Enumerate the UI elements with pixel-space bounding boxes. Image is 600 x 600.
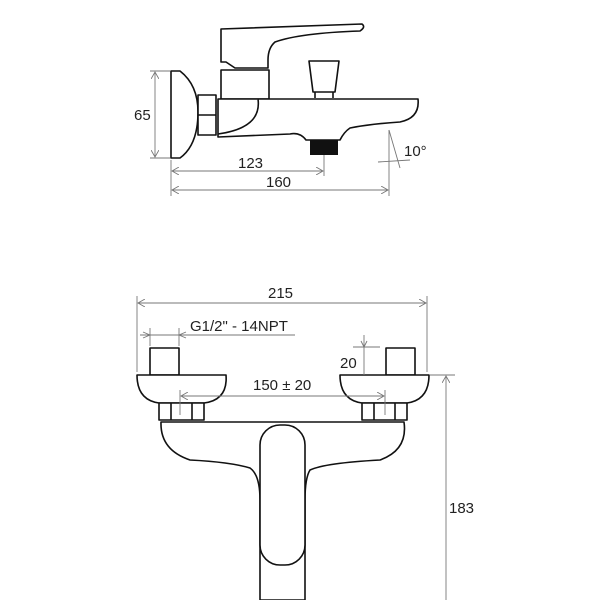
right-flange [339,374,430,404]
lever-handle-front [259,424,306,566]
inlet-height-dim-label: 20 [340,355,357,372]
angle-dim-label: 10° [404,143,427,160]
diverter-knob [308,60,340,98]
front-view: 215 G1/2" - 14NPT 20 150 ± 20 183 [136,285,474,600]
side-view: 65 123 160 10° [134,23,427,196]
valve-block [220,69,270,100]
right-nut [361,402,408,421]
spout-body [217,98,419,141]
wall-plate [170,70,199,159]
right-inlet [385,347,416,376]
outlet-dim-label: 123 [238,155,263,172]
left-inlet [149,347,180,376]
width-dim-label: 215 [268,285,293,302]
thread-label: G1/2" - 14NPT [190,318,288,335]
left-nut [158,402,205,421]
length-dim-label: 160 [266,174,291,191]
connection-nut [197,94,217,136]
body-curve [217,98,260,135]
left-flange [136,374,227,404]
outlet-thread [310,140,338,155]
total-height-dim-label: 183 [449,500,474,517]
height-dim-label: 65 [134,107,151,124]
lever-handle [220,23,365,69]
center-distance-dim-label: 150 ± 20 [253,377,311,394]
